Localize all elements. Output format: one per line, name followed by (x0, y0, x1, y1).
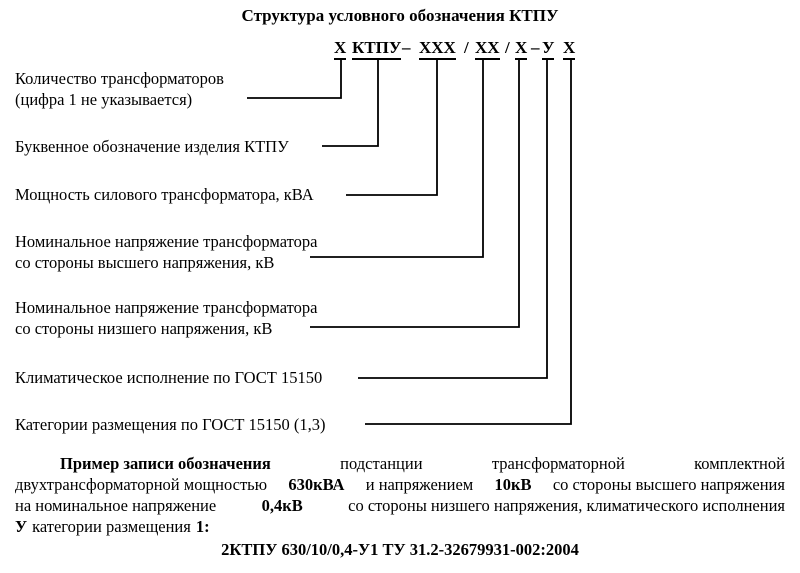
label-line: Количество трансформаторов (15, 69, 224, 88)
example-placement-value: 1: (195, 517, 210, 536)
example-lv-value: 0,4кВ (261, 496, 303, 515)
example-text: со стороны низшего напряжения, климатиче… (348, 496, 785, 515)
code-climate: У (542, 38, 555, 60)
example-hv-value: 10кВ (494, 475, 532, 494)
example-text: со стороны высшего напряжения (552, 475, 785, 494)
label-line: Номинальное напряжение трансформатора (15, 298, 318, 317)
example-row: Пример записи обозначения подстанции тра… (15, 453, 785, 474)
example-heading: Пример записи обозначения (60, 454, 271, 473)
code-slash: / (505, 38, 510, 57)
example-row: на номинальное напряжение 0,4кВ со сторо… (15, 495, 785, 516)
example-text: подстанции (340, 454, 423, 473)
label-transformer-count: Количество трансформаторов (цифра 1 не у… (15, 68, 224, 110)
label-letter-designation: Буквенное обозначение изделия КТПУ (15, 137, 289, 156)
label-power: Мощность силового трансформатора, кВА (15, 185, 314, 204)
connector-climate (358, 60, 548, 379)
code-hv: ХХ (475, 38, 500, 60)
diagram-title: Структура условного обозначения КТПУ (241, 6, 559, 25)
example-text: двухтрансформаторной мощностью (15, 475, 268, 494)
example-text: на номинальное напряжение (15, 496, 217, 515)
code-dash: – (531, 38, 540, 57)
label-line: (цифра 1 не указывается) (15, 90, 193, 109)
code-dash: – (402, 38, 411, 57)
connector-letters (322, 60, 379, 147)
connector-power (346, 60, 438, 196)
example-paragraph: Пример записи обозначения подстанции тра… (15, 453, 785, 537)
label-lv-voltage: Номинальное напряжение трансформатора со… (15, 297, 317, 339)
label-hv-voltage: Номинальное напряжение трансформатора со… (15, 231, 317, 273)
code-letters: КТПУ (352, 38, 402, 60)
label-line: со стороны низшего напряжения, кВ (15, 319, 273, 338)
label-line: Номинальное напряжение трансформатора (15, 232, 318, 251)
example-climate-value: У (15, 517, 28, 536)
code-lv: Х (515, 38, 528, 60)
example-text: комплектной (694, 454, 785, 473)
example-power-value: 630кВА (288, 475, 345, 494)
example-row: У категории размещения 1: (15, 516, 785, 537)
example-text: трансформаторной (491, 454, 625, 473)
label-placement: Категории размещения по ГОСТ 15150 (1,3) (15, 415, 326, 434)
code-power: ХХХ (419, 38, 456, 60)
example-designation: 2КТПУ 630/10/0,4-У1 ТУ 31.2-32679931-002… (221, 540, 579, 559)
example-row: двухтрансформаторной мощностью 630кВА и … (15, 474, 785, 495)
code-placement: Х (563, 38, 576, 60)
example-text: категории размещения (32, 517, 191, 536)
connector-count (247, 60, 342, 99)
label-climate: Климатическое исполнение по ГОСТ 15150 (15, 368, 323, 387)
connector-placement (365, 60, 572, 425)
connector-hv (310, 60, 484, 258)
connector-lv (310, 60, 520, 328)
label-line: со стороны высшего напряжения, кВ (15, 253, 275, 272)
example-text: и напряжением (365, 475, 474, 494)
code-slash: / (464, 38, 469, 57)
code-count: Х (334, 38, 347, 60)
